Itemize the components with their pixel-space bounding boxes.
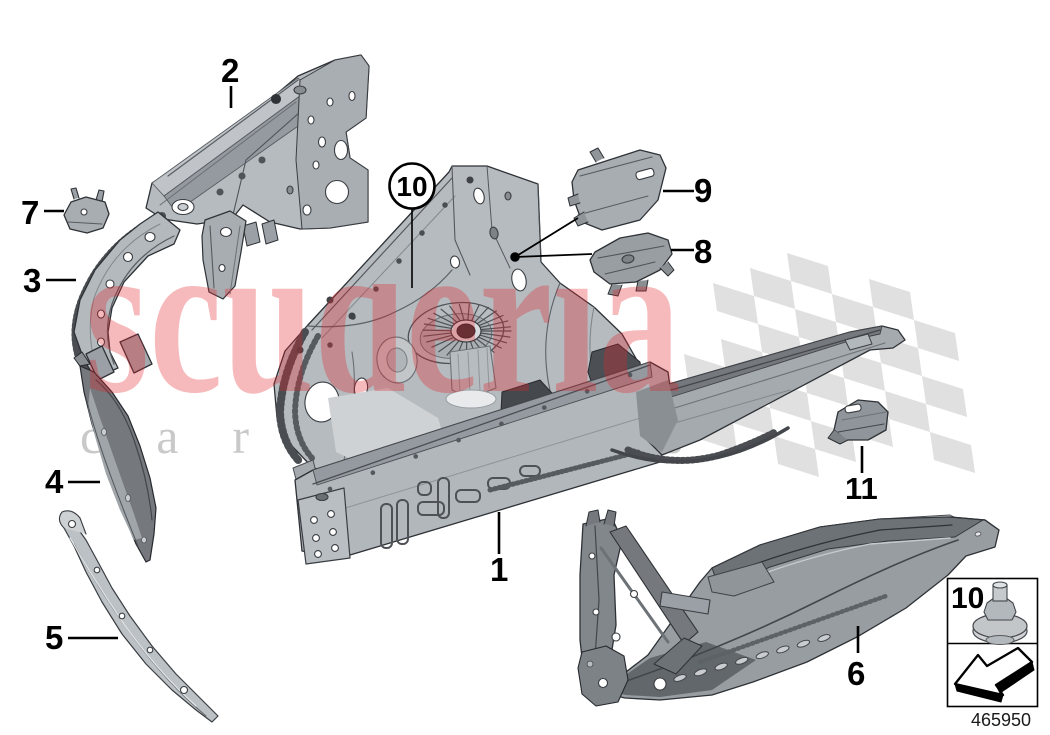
svg-text:465950: 465950 bbox=[971, 710, 1031, 730]
svg-text:9: 9 bbox=[694, 172, 712, 209]
svg-text:3: 3 bbox=[23, 262, 41, 299]
svg-text:5: 5 bbox=[45, 619, 63, 656]
svg-text:6: 6 bbox=[847, 655, 865, 692]
svg-text:2: 2 bbox=[221, 52, 239, 89]
svg-text:11: 11 bbox=[845, 471, 878, 506]
svg-text:4: 4 bbox=[45, 463, 64, 500]
svg-text:8: 8 bbox=[694, 233, 712, 270]
svg-text:10: 10 bbox=[951, 582, 984, 615]
svg-text:scuderia: scuderia bbox=[85, 193, 681, 440]
svg-text:1: 1 bbox=[490, 551, 508, 588]
svg-text:7: 7 bbox=[21, 194, 39, 231]
svg-text:10: 10 bbox=[396, 171, 427, 202]
